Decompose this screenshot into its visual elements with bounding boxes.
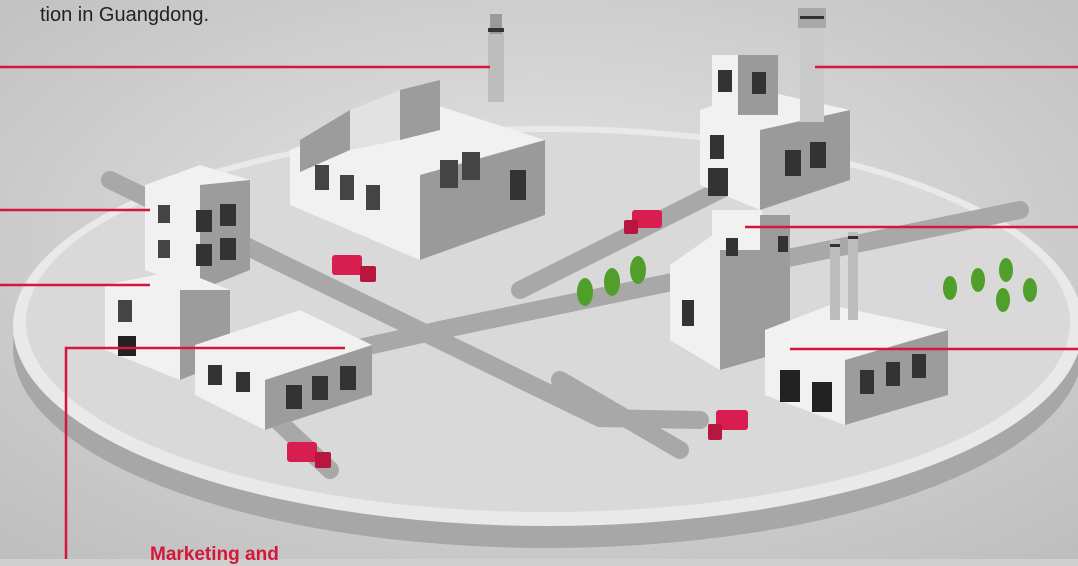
tree-icon xyxy=(577,256,1037,312)
chimney-icon xyxy=(488,14,504,102)
warehouse-building xyxy=(195,310,372,430)
callout-line-warehouse xyxy=(64,346,345,559)
truck-icon xyxy=(287,210,748,468)
marketing-label: Marketing and xyxy=(150,544,279,565)
chimney-icon xyxy=(830,232,858,320)
processing-plant xyxy=(670,210,948,425)
callout-lines xyxy=(0,65,1078,559)
intro-text: tion in Guangdong. xyxy=(40,4,210,26)
chimney-icon xyxy=(798,8,826,122)
factory-building xyxy=(290,80,545,260)
